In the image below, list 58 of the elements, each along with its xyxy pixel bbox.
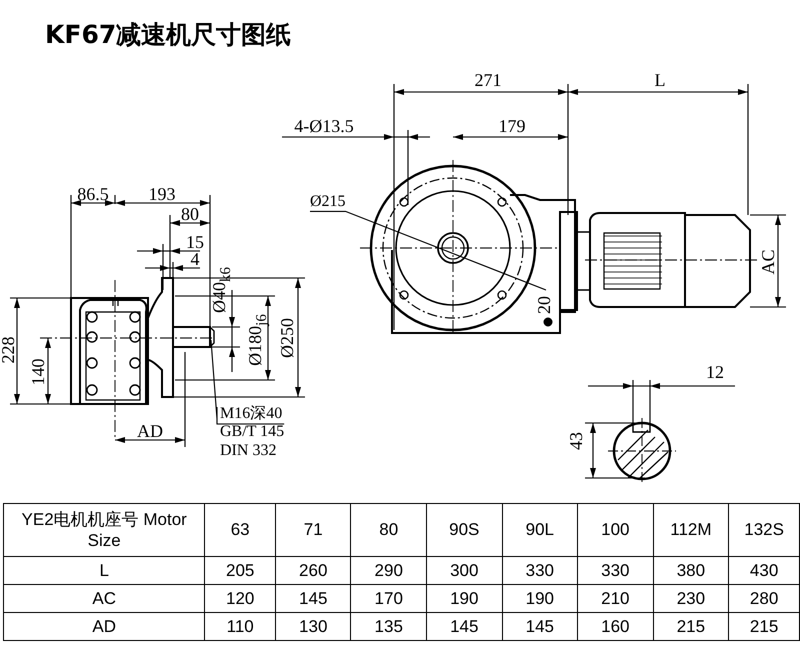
dimension-text: Ø250 xyxy=(278,318,296,358)
header-cell: 80 xyxy=(350,504,426,556)
table-cell: 120 xyxy=(204,584,276,612)
dimension-text: 193 xyxy=(148,185,176,203)
table-cell: 210 xyxy=(578,584,654,612)
leader-line xyxy=(310,210,546,291)
header-cell: YE2电机机座号 Motor Size xyxy=(4,504,205,556)
header-cell: L xyxy=(4,556,205,584)
header-cell: AC xyxy=(4,584,205,612)
table-cell: 190 xyxy=(502,584,578,612)
table-cell: 160 xyxy=(578,612,654,640)
table-cell: 230 xyxy=(653,584,729,612)
dimension-text: 15 xyxy=(186,233,204,251)
dimension-text: 20 xyxy=(535,296,553,314)
header-cell: 132S xyxy=(728,504,800,556)
table-cell: 380 xyxy=(653,556,729,584)
table-cell: 135 xyxy=(350,612,426,640)
dimension-text: 179 xyxy=(498,117,526,135)
dimension-text: 86.5 xyxy=(77,185,109,203)
table-cell: 290 xyxy=(350,556,426,584)
leader-line xyxy=(210,340,284,425)
dimension-text: 12 xyxy=(706,363,724,381)
dimension-text: AD xyxy=(137,422,163,440)
dimension-text: 140 xyxy=(29,358,47,386)
table-cell: 110 xyxy=(204,612,276,640)
table-cell: 145 xyxy=(502,612,578,640)
dimension-text: 271 xyxy=(474,71,502,89)
dimension-text: 4 xyxy=(190,250,200,268)
header-cell: 112M xyxy=(653,504,729,556)
table-cell: 430 xyxy=(728,556,800,584)
dimension-text: L xyxy=(654,71,666,89)
header-cell: 100 xyxy=(578,504,654,556)
header-cell: 90L xyxy=(502,504,578,556)
dimension-text: 80 xyxy=(181,205,199,223)
dimension-text: 43 xyxy=(567,432,585,450)
title: KF67减速机尺寸图纸 xyxy=(45,19,292,51)
table-cell: 330 xyxy=(578,556,654,584)
table-cell: 130 xyxy=(275,612,351,640)
table-cell: 170 xyxy=(350,584,426,612)
table-cell: 330 xyxy=(502,556,578,584)
header-cell: AD xyxy=(4,612,205,640)
table-cell: 205 xyxy=(204,556,276,584)
table-cell: 145 xyxy=(426,612,502,640)
note-text: Ø215 xyxy=(310,193,346,212)
dimension-text: 4-Ø13.5 xyxy=(294,117,354,135)
table-cell: 145 xyxy=(275,584,351,612)
note-text: M16深40 GB/T 145 DIN 332 xyxy=(220,405,284,460)
table-cell: 260 xyxy=(275,556,351,584)
table-cell: 215 xyxy=(728,612,800,640)
table-cell: 190 xyxy=(426,584,502,612)
table-cell: 215 xyxy=(653,612,729,640)
dimension-text: AC xyxy=(759,250,777,274)
dimension-text: 228 xyxy=(0,336,17,364)
header-cell: 71 xyxy=(275,504,351,556)
table-cell: 280 xyxy=(728,584,800,612)
table-cell: 300 xyxy=(426,556,502,584)
header-cell: 90S xyxy=(426,504,502,556)
header-cell: 63 xyxy=(204,504,276,556)
